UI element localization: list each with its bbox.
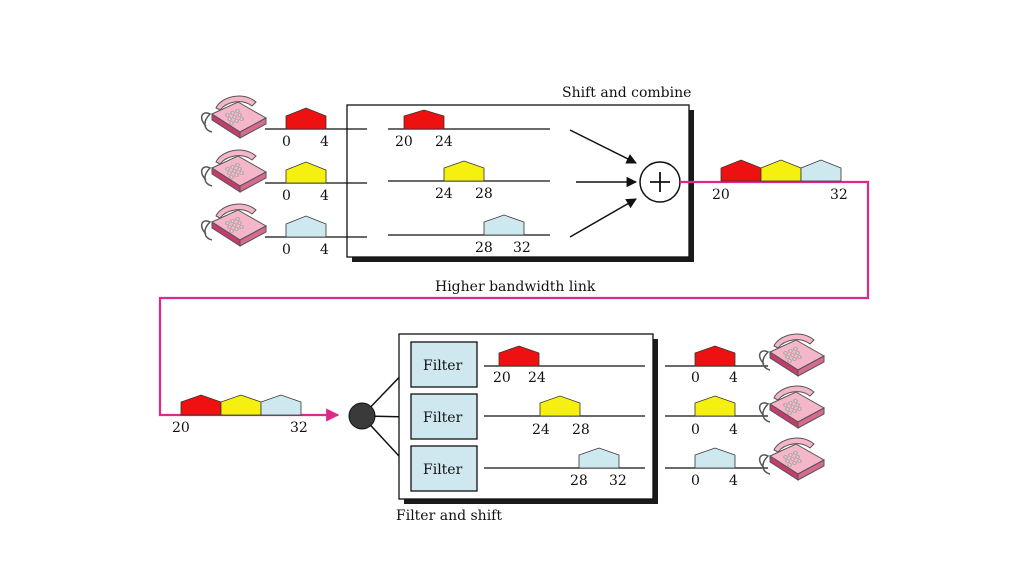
filter-box [410,341,478,388]
band-shape [403,109,445,130]
filter-label: Filter [423,410,463,426]
adder-icon [639,161,681,203]
band-shape [498,345,540,367]
filter-label: Filter [423,358,463,374]
freq-label: 28 [570,473,588,489]
freq-label: 24 [528,370,546,386]
telephone-icon [758,385,825,429]
band-shape [180,394,222,416]
freq-label: 4 [729,370,738,386]
filter-label: Filter [423,462,463,478]
arrow-icon [569,129,637,164]
freq-label: 4 [320,134,329,150]
freq-label: 20 [712,187,730,203]
freq-label: 28 [572,422,590,438]
freq-label: 20 [395,134,413,150]
freq-label: 24 [435,186,453,202]
telephone-icon [758,437,825,481]
telephone-icon [200,149,267,193]
freq-label: 20 [493,370,511,386]
band-shape [443,160,485,182]
freq-label: 4 [320,242,329,258]
telephone-icon [200,95,267,139]
band-shape [260,394,302,416]
band-shape [539,395,581,417]
freq-label: 0 [282,134,291,150]
filter-box [410,393,478,440]
band-shape [800,159,842,182]
band-shape [578,447,620,469]
filter-box [410,445,478,492]
band-shape [285,107,327,130]
freq-label: 0 [691,422,700,438]
freq-label: 28 [475,240,493,256]
band-shape [285,161,327,184]
band-shape [483,214,525,236]
band-shape [694,447,736,469]
shift-combine-label: Shift and combine [562,85,691,101]
telephone-icon [200,203,267,247]
higher-bandwidth-label: Higher bandwidth link [435,279,596,295]
freq-label: 0 [282,188,291,204]
freq-label: 0 [282,242,291,258]
arrow-icon [569,198,637,238]
freq-label: 4 [729,473,738,489]
freq-label: 32 [830,187,848,203]
freq-label: 0 [691,473,700,489]
band-shape [720,159,762,182]
telephone-icon [758,333,825,377]
freq-label: 20 [172,420,190,436]
freq-label: 32 [513,240,531,256]
freq-label: 32 [290,420,308,436]
band-shape [694,345,736,367]
band-shape [694,395,736,417]
freq-label: 0 [691,370,700,386]
freq-label: 4 [320,188,329,204]
demux-icon [348,402,376,430]
freq-label: 24 [532,422,550,438]
freq-label: 28 [475,186,493,202]
band-shape [285,215,327,238]
filter-shift-label: Filter and shift [396,508,502,524]
freq-label: 4 [729,422,738,438]
band-shape [220,394,262,416]
freq-label: 24 [435,134,453,150]
band-shape [760,159,802,182]
freq-label: 32 [609,473,627,489]
